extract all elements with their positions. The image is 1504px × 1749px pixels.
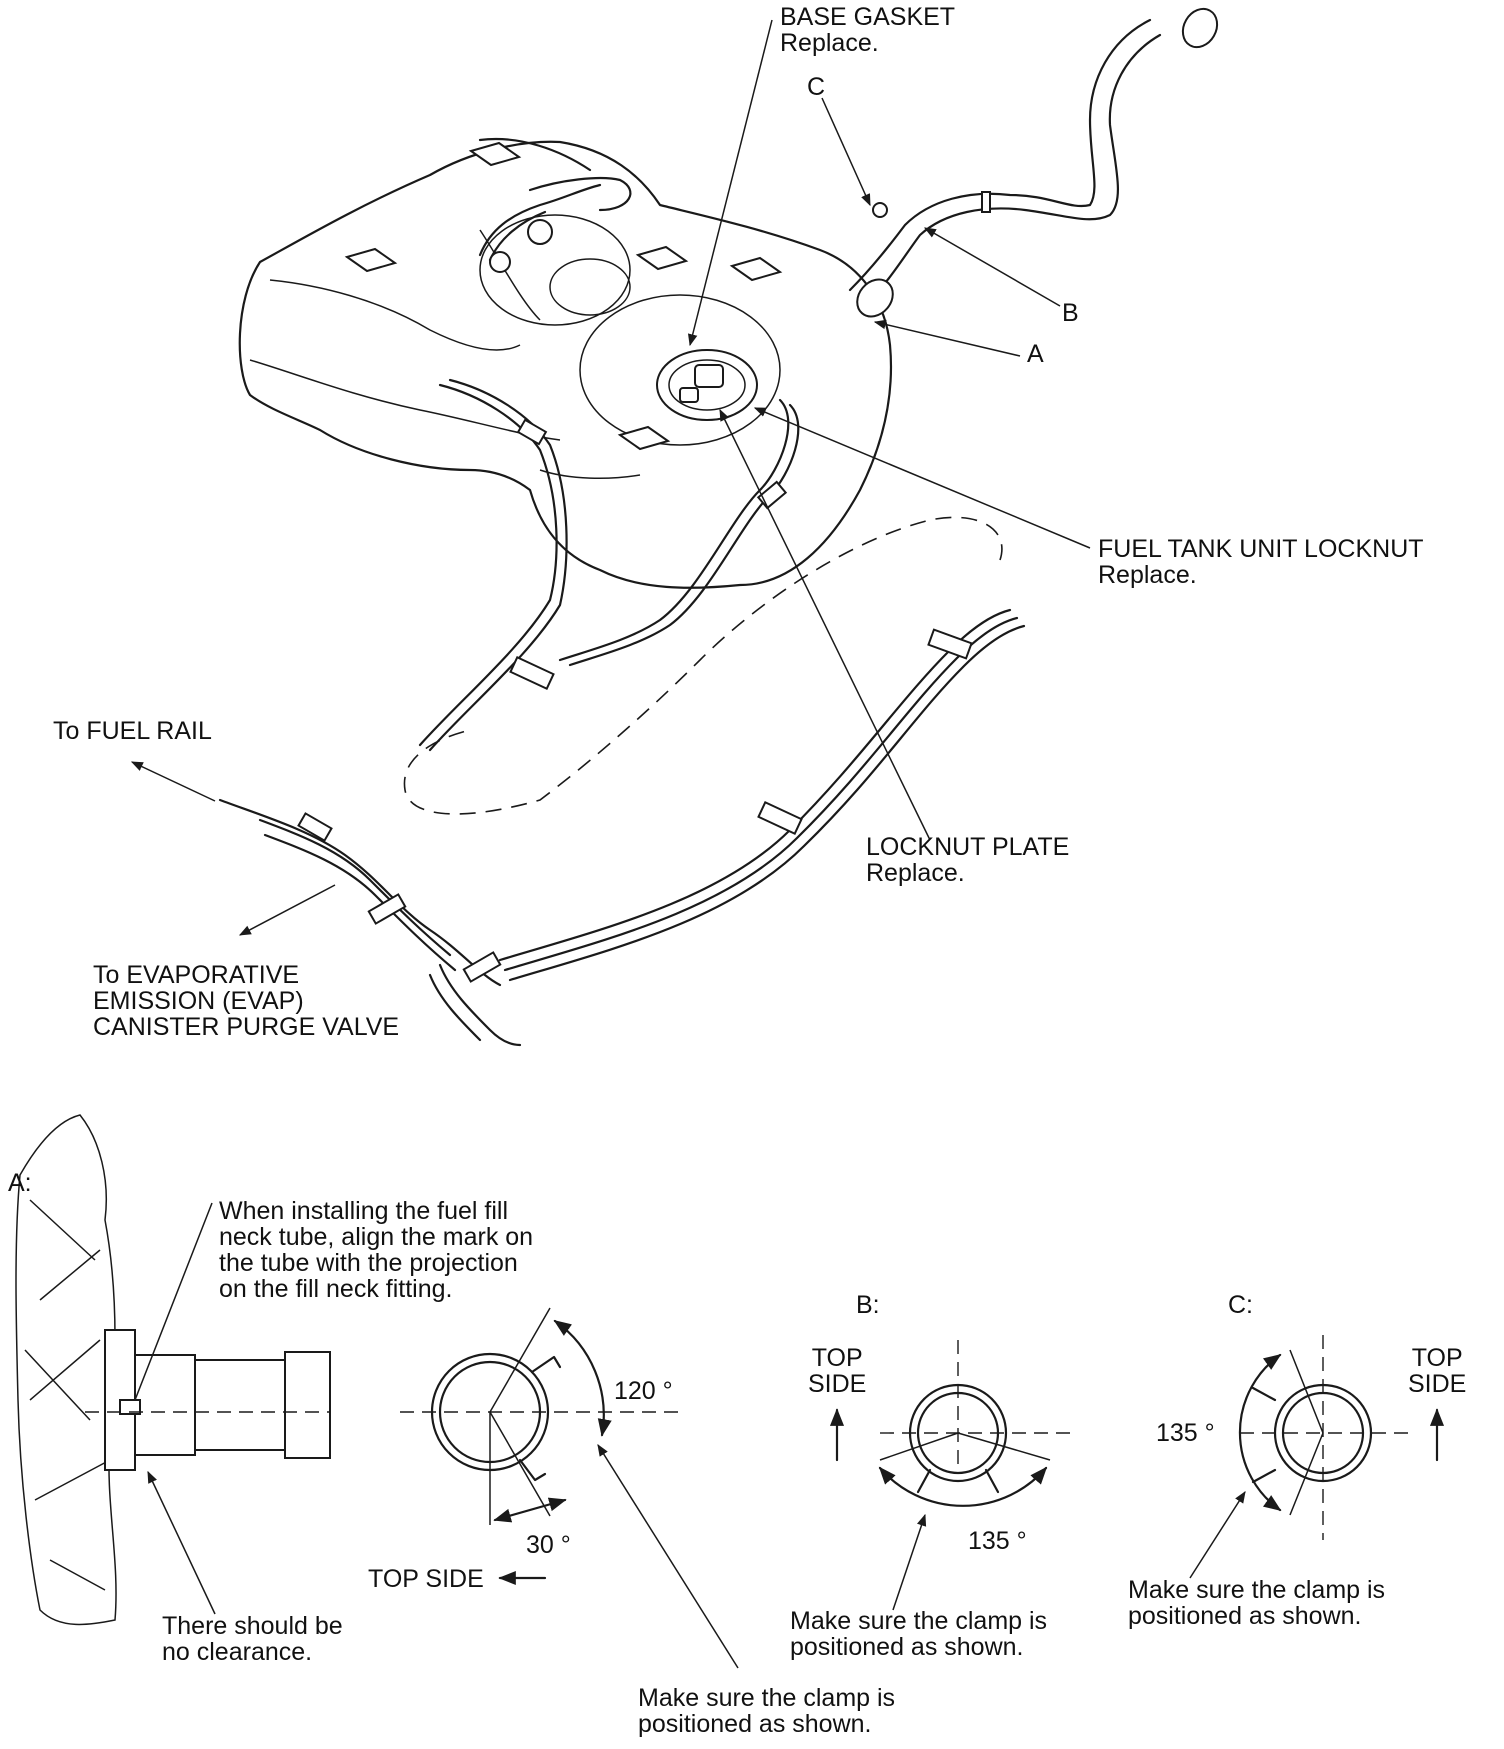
detail-b-angle: 135 °: [968, 1527, 1027, 1555]
detail-a-install-note: When installing the fuel fill neck tube,…: [219, 1197, 534, 1303]
detail-a-clamp-note: Make sure the clamp is positioned as sho…: [638, 1684, 896, 1738]
detail-a-title: A:: [8, 1169, 32, 1197]
callout-c-label: C: [807, 73, 826, 101]
detail-b-illustration: [829, 1340, 1070, 1611]
detail-c-angle: 135 °: [1156, 1419, 1215, 1447]
fuel-tank-unit-locknut-label: FUEL TANK UNIT LOCKNUT Replace.: [1098, 535, 1424, 589]
detail-a-top-side: TOP SIDE: [368, 1565, 484, 1593]
to-fuel-rail-label: To FUEL RAIL: [53, 717, 212, 745]
detail-c-top-side: TOP SIDE: [1408, 1344, 1467, 1398]
detail-c-illustration: [1189, 1335, 1445, 1579]
locknut-plate-label: LOCKNUT PLATE Replace.: [866, 833, 1070, 887]
detail-b-top-side: TOP SIDE: [808, 1344, 867, 1398]
detail-c-title: C:: [1228, 1291, 1253, 1319]
detail-a-clearance-note: There should be no clearance.: [162, 1612, 343, 1666]
detail-b-clamp-note: Make sure the clamp is positioned as sho…: [790, 1607, 1048, 1661]
main-leader-lines: [130, 19, 1091, 936]
callout-b-label: B: [1062, 299, 1079, 327]
detail-b-title: B:: [856, 1291, 880, 1319]
detail-a-angle-30: 30 °: [526, 1531, 571, 1559]
callout-a-label: A: [1027, 340, 1044, 368]
detail-a-angle-120: 120 °: [614, 1377, 673, 1405]
detail-c-clamp-note: Make sure the clamp is positioned as sho…: [1128, 1576, 1386, 1630]
fuel-tank: [218, 7, 1219, 1047]
detail-a-illustration: [15, 1114, 739, 1669]
base-gasket-label: BASE GASKET Replace.: [780, 3, 956, 57]
to-evap-label: To EVAPORATIVE EMISSION (EVAP) CANISTER …: [93, 961, 400, 1041]
